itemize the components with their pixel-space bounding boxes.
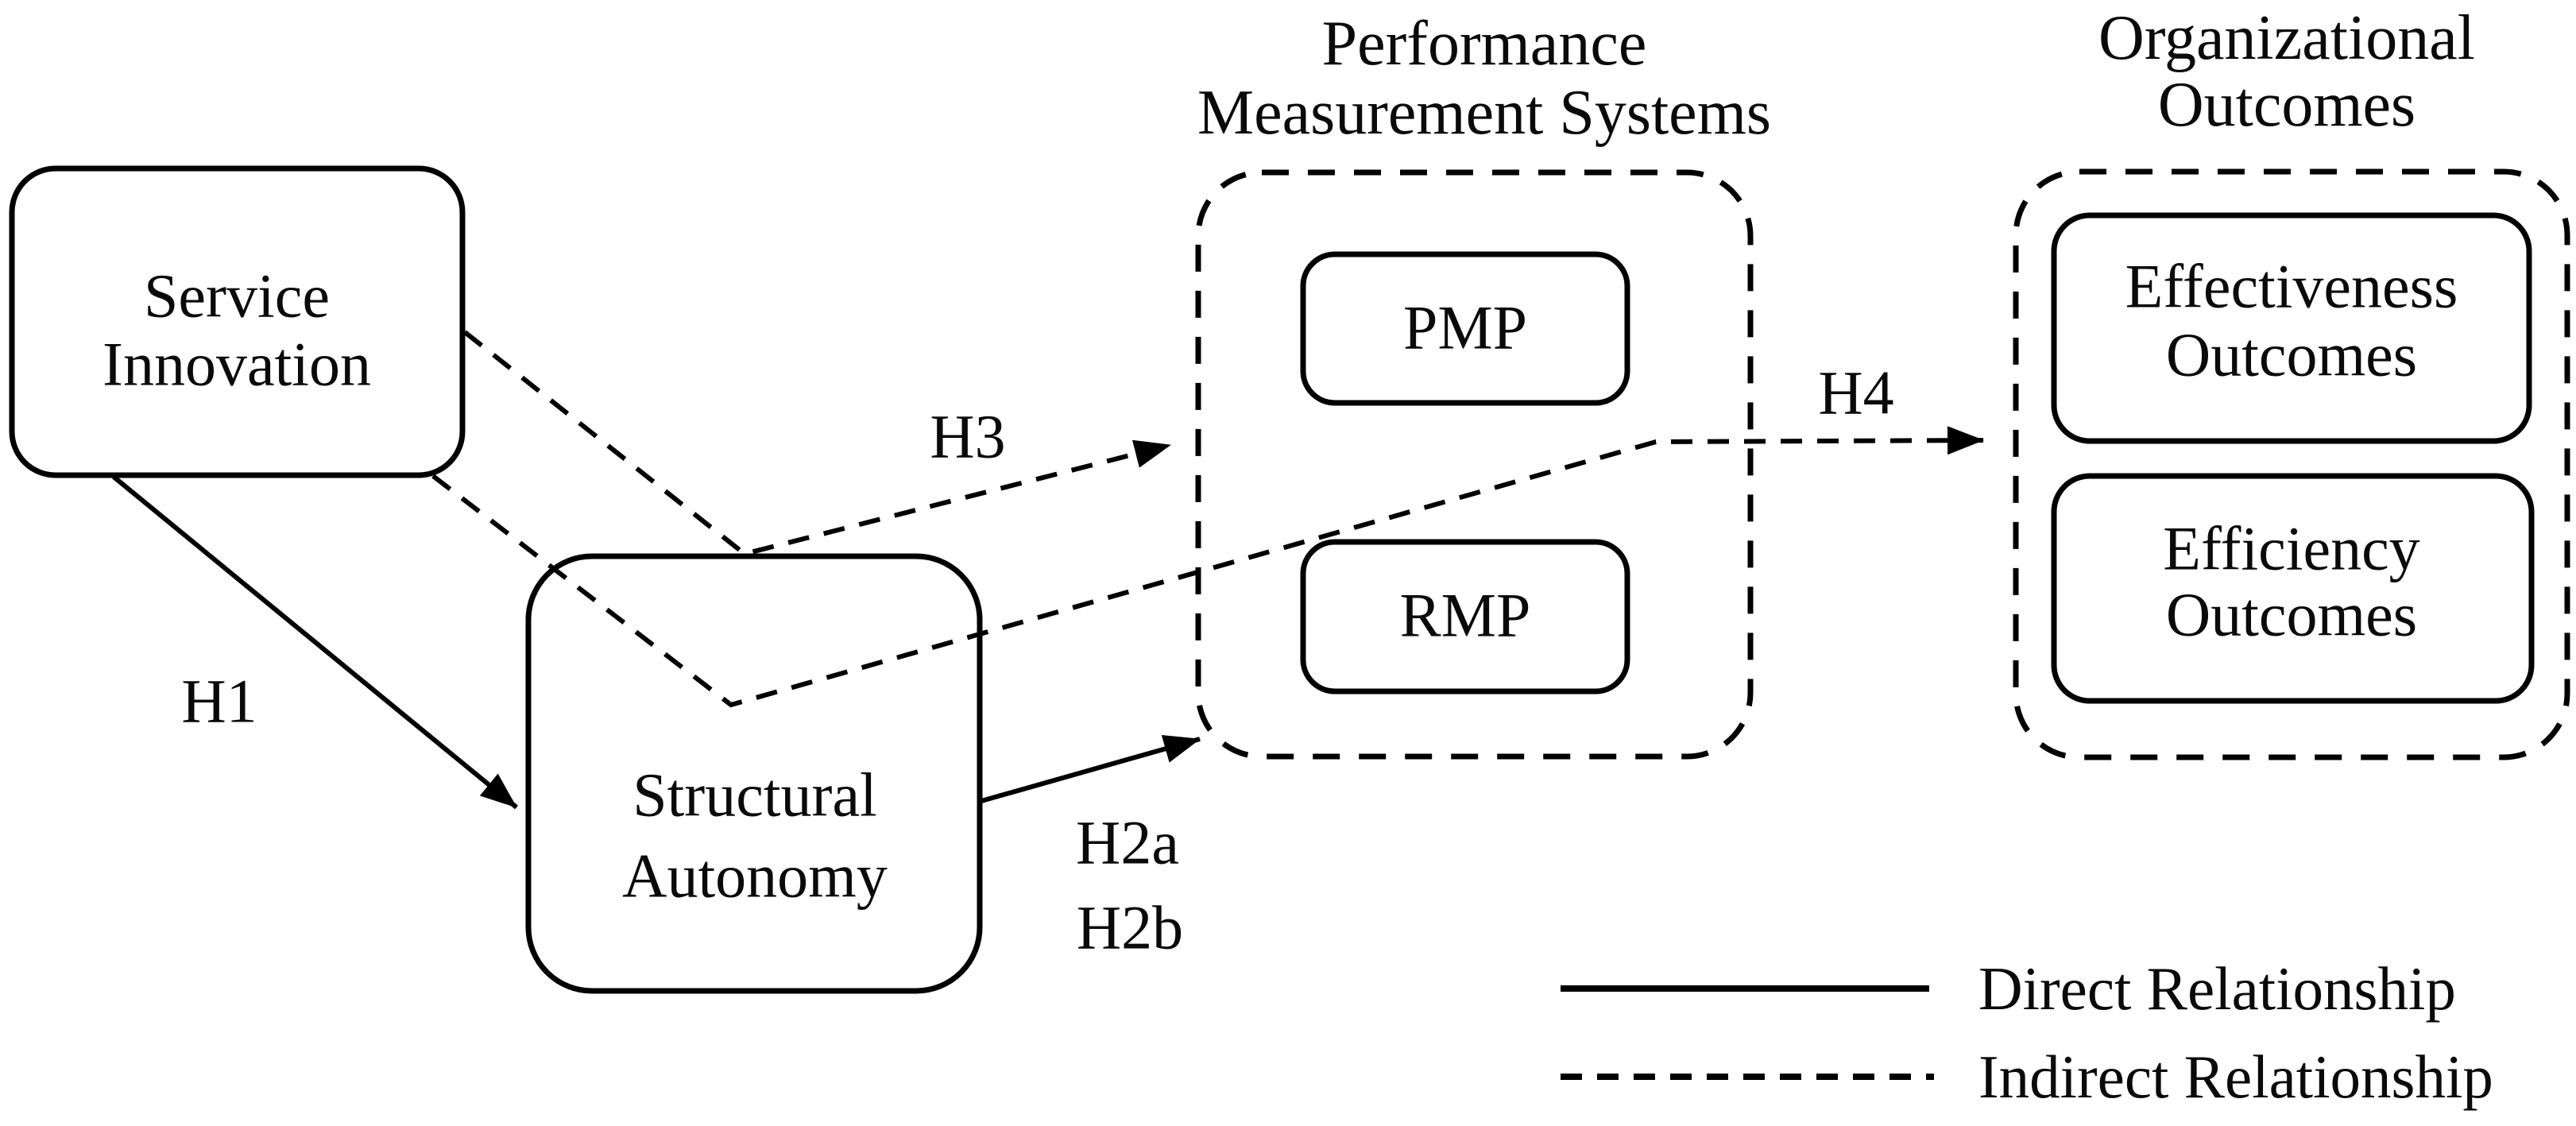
- h2a-label: H2a: [1076, 808, 1179, 877]
- structural-autonomy-label-line1: Structural: [632, 760, 877, 830]
- efficiency-outcomes-label-line2: Outcomes: [2166, 580, 2417, 649]
- rmp-box: [1300, 539, 1630, 695]
- pmp-label: PMP: [1403, 293, 1527, 362]
- performance-measurement-systems-container: [1195, 169, 1754, 760]
- h2b-label: H2b: [1077, 893, 1183, 962]
- legend-direct-label: Direct Relationship: [1978, 954, 2456, 1023]
- structural-autonomy-label-line2: Autonomy: [622, 842, 888, 911]
- pms-group-title-line1: Performance: [1322, 9, 1647, 79]
- h3-label: H3: [930, 402, 1005, 471]
- organizational-outcomes-container: [2013, 168, 2570, 760]
- pmp-box: [1300, 251, 1630, 406]
- service-innovation-box: [9, 165, 466, 478]
- effectiveness-outcomes-box: [2051, 212, 2532, 444]
- h4-indirect-arrow: [431, 426, 1984, 708]
- effectiveness-outcomes-label-line2: Outcomes: [2166, 320, 2417, 389]
- h1-label: H1: [181, 667, 257, 736]
- h2-direct-arrow: [981, 734, 1201, 803]
- rmp-label: RMP: [1400, 581, 1531, 650]
- pms-group-title-line2: Measurement Systems: [1197, 78, 1771, 148]
- efficiency-outcomes-label-line1: Efficiency: [2163, 514, 2419, 583]
- legend-indirect-label: Indirect Relationship: [1978, 1043, 2493, 1111]
- service-innovation-label-line1: Service: [144, 261, 330, 331]
- organizational-outcomes-title-line2: Outcomes: [2158, 70, 2415, 140]
- h1-direct-arrow: [112, 474, 518, 810]
- service-innovation-label-line2: Innovation: [102, 330, 371, 399]
- efficiency-outcomes-box: [2051, 473, 2535, 704]
- effectiveness-outcomes-label-line1: Effectiveness: [2125, 252, 2458, 321]
- organizational-outcomes-title-line1: Organizational: [2098, 3, 2475, 73]
- h3-indirect-arrow: [463, 330, 1171, 557]
- h4-label: H4: [1818, 358, 1893, 428]
